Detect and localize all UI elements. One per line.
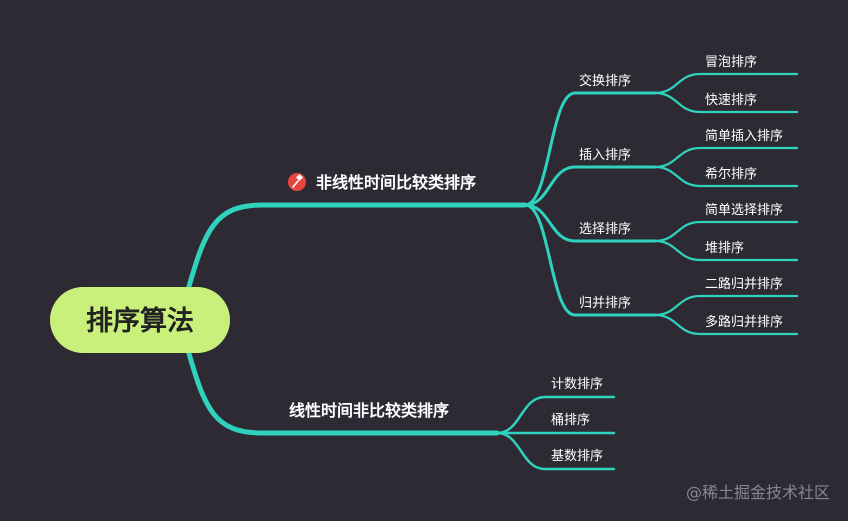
node-counting-sort[interactable]: 计数排序 bbox=[551, 377, 603, 392]
branch-linear[interactable]: 线性时间非比较类排序 bbox=[289, 401, 449, 420]
pin-icon bbox=[288, 173, 306, 191]
edge-leaf-3-0 bbox=[653, 294, 799, 317]
edge-linear-child-0 bbox=[495, 395, 616, 435]
edge-leaf-2-1 bbox=[653, 239, 799, 262]
leaf-quick-sort[interactable]: 快速排序 bbox=[705, 93, 757, 108]
node-insertion-sort[interactable]: 插入排序 bbox=[579, 148, 631, 163]
edge-root-linear bbox=[185, 347, 500, 436]
edge-level2-0 bbox=[523, 91, 657, 207]
edge-leaf-3-1 bbox=[653, 313, 799, 336]
edge-leaf-1-1 bbox=[653, 165, 799, 188]
leaf-simple-insertion-sort[interactable]: 简单插入排序 bbox=[705, 128, 783, 144]
leaf-multi-way-merge-sort[interactable]: 多路归并排序 bbox=[705, 314, 783, 330]
edge-leaf-2-0 bbox=[653, 220, 799, 243]
leaf-bubble-sort[interactable]: 冒泡排序 bbox=[705, 55, 757, 70]
edge-level2-2 bbox=[523, 203, 657, 243]
branch-label-linear: 线性时间非比较类排序 bbox=[289, 401, 449, 420]
node-merge-sort[interactable]: 归并排序 bbox=[579, 296, 631, 311]
node-selection-sort[interactable]: 选择排序 bbox=[579, 222, 631, 237]
root-node-bubble bbox=[50, 287, 230, 353]
leaf-shell-sort[interactable]: 希尔排序 bbox=[705, 167, 757, 182]
node-swap-sort[interactable]: 交换排序 bbox=[579, 73, 631, 89]
leaf-simple-selection-sort[interactable]: 简单选择排序 bbox=[705, 202, 783, 218]
root-node[interactable]: 排序算法 bbox=[50, 287, 230, 353]
edge-linear-child-2 bbox=[495, 431, 616, 471]
leaf-heap-sort[interactable]: 堆排序 bbox=[705, 241, 744, 256]
edge-leaf-1-0 bbox=[653, 146, 799, 169]
node-bucket-sort[interactable]: 桶排序 bbox=[551, 413, 590, 428]
branch-nonlinear[interactable]: 非线性时间比较类排序 bbox=[288, 173, 476, 192]
branch-label-nonlinear: 非线性时间比较类排序 bbox=[316, 173, 476, 192]
node-radix-sort[interactable]: 基数排序 bbox=[551, 449, 603, 464]
edge-leaf-0-0 bbox=[653, 72, 799, 95]
edge-root-nonlinear bbox=[185, 202, 528, 293]
edge-level2-1 bbox=[523, 165, 657, 207]
connector-lines bbox=[185, 72, 799, 471]
edge-leaf-0-1 bbox=[653, 91, 799, 114]
root-label: 排序算法 bbox=[86, 305, 194, 337]
edge-level2-3 bbox=[523, 203, 657, 317]
watermark-text: @稀土掘金技术社区 bbox=[686, 483, 830, 502]
leaf-two-way-merge-sort[interactable]: 二路归并排序 bbox=[705, 276, 783, 292]
